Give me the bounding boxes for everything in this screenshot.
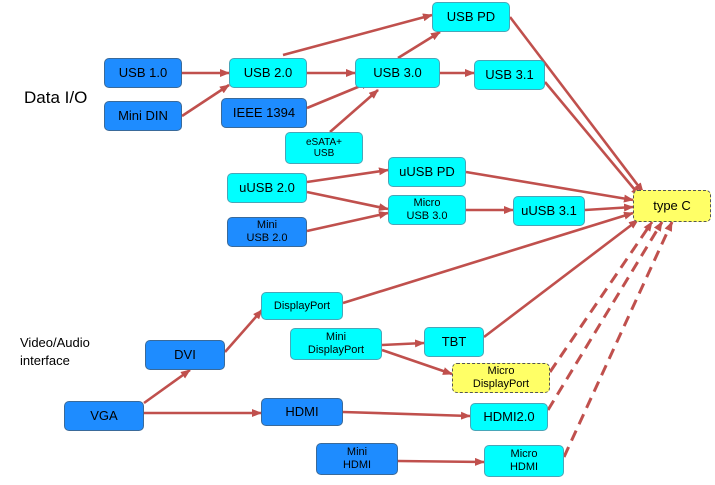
arrow-esata-to-usb30 (329, 89, 379, 133)
node-mini-din: Mini DIN (104, 101, 182, 131)
node-vga: VGA (64, 401, 144, 431)
node-hdmi-2-0: HDMI2.0 (470, 403, 548, 431)
node-usb-2-0: USB 2.0 (229, 58, 307, 88)
node-type-c: type C (633, 190, 711, 222)
section-label-data-io: Data I/O (24, 88, 88, 107)
node-ieee-1394: IEEE 1394 (221, 98, 307, 128)
arrow-minidp-to-microdp (381, 348, 453, 376)
node-usb-3-0: USB 3.0 (355, 58, 440, 88)
node-uusb-pd: uUSB PD (388, 157, 466, 187)
arrow-microhdmi-to-typec-dashed (562, 221, 674, 458)
node-uusb-3-1: uUSB 3.1 (513, 196, 585, 226)
arrow-usb30-to-usbpd (397, 30, 441, 60)
node-micro-usb-3-0: Micro USB 3.0 (388, 195, 466, 225)
node-tbt: TBT (424, 327, 484, 357)
node-usb-1-0: USB 1.0 (104, 58, 182, 88)
section-label-video-audio: Video/Audio interface (20, 335, 90, 368)
node-esata-usb: eSATA+ USB (285, 132, 363, 164)
node-usb-3-1: USB 3.1 (474, 60, 545, 90)
arrow-miniusb20-to-microusb30 (306, 211, 389, 233)
node-micro-displayport: Micro DisplayPort (452, 363, 550, 393)
node-displayport: DisplayPort (261, 292, 343, 320)
arrow-uusb20-to-microusb30 (306, 190, 389, 212)
arrow-vga-to-dvi (143, 368, 191, 405)
arrow-hdmi-to-hdmi20 (342, 410, 471, 420)
arrow-microdp-to-typec-dashed (548, 221, 654, 373)
arrow-tbt-to-typec (483, 218, 639, 339)
node-mini-displayport: Mini DisplayPort (290, 328, 382, 360)
arrow-usb20-to-usbpd (282, 13, 433, 57)
arrow-dvi-to-displayport (224, 309, 263, 353)
arrow-displayport-to-typec (342, 211, 634, 305)
node-usb-pd: USB PD (432, 2, 510, 32)
arrow-uusbpd-to-typec (465, 170, 634, 203)
arrow-minidp-to-tbt (381, 339, 425, 348)
node-uusb-2-0: uUSB 2.0 (227, 173, 307, 203)
arrow-minihdmi-to-microhdmi (397, 457, 485, 466)
arrow-uusb31-to-typec (584, 203, 634, 212)
node-micro-hdmi: Micro HDMI (484, 445, 564, 477)
node-dvi: DVI (145, 340, 225, 370)
arrow-uusb20-to-uusbpd (306, 167, 389, 184)
node-hdmi: HDMI (261, 398, 343, 426)
arrow-hdmi20-to-typec-dashed (546, 221, 664, 411)
arrow-usb31-to-typec (544, 81, 641, 197)
node-mini-usb-2-0: Mini USB 2.0 (227, 217, 307, 247)
arrow-usbpd-to-typec (508, 16, 645, 193)
node-mini-hdmi: Mini HDMI (316, 443, 398, 475)
arrow-minidin-to-usb20 (181, 83, 230, 118)
